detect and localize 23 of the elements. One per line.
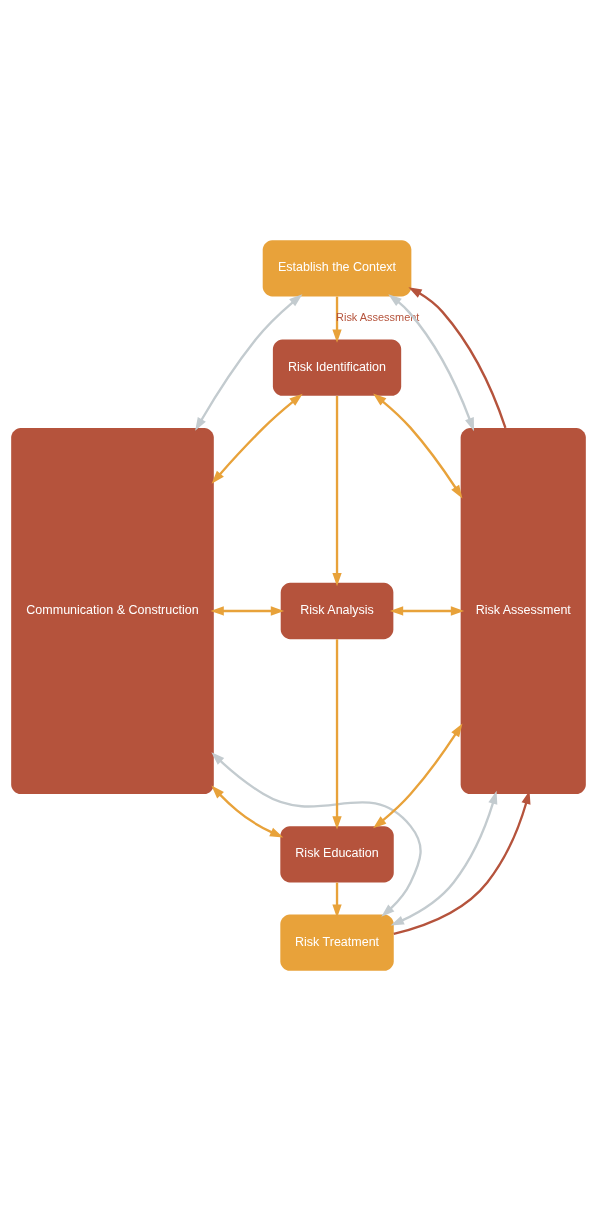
arrow <box>332 395 342 586</box>
arrow <box>332 638 342 830</box>
node-box: Risk Identification <box>272 339 402 396</box>
arrow <box>211 785 284 837</box>
arrow <box>373 723 463 828</box>
arrow <box>332 882 342 918</box>
node-box: Establish the Context <box>262 239 412 296</box>
node-box: Risk Analysis <box>280 582 394 639</box>
arrow <box>408 286 507 428</box>
arrow <box>389 605 465 616</box>
node-box: Risk Education <box>280 825 394 882</box>
node-box: Risk Treatment <box>280 914 394 971</box>
arrow <box>373 393 463 498</box>
arrow <box>210 605 285 616</box>
arrow <box>388 293 475 431</box>
arrow <box>393 790 531 935</box>
node-box: Communication & Construction <box>11 427 214 794</box>
arrow <box>390 790 498 926</box>
arrow <box>211 751 422 917</box>
arrow <box>211 393 303 484</box>
arrow <box>195 293 303 431</box>
arrow <box>332 296 342 343</box>
node-box: Risk Assessment <box>460 427 586 794</box>
